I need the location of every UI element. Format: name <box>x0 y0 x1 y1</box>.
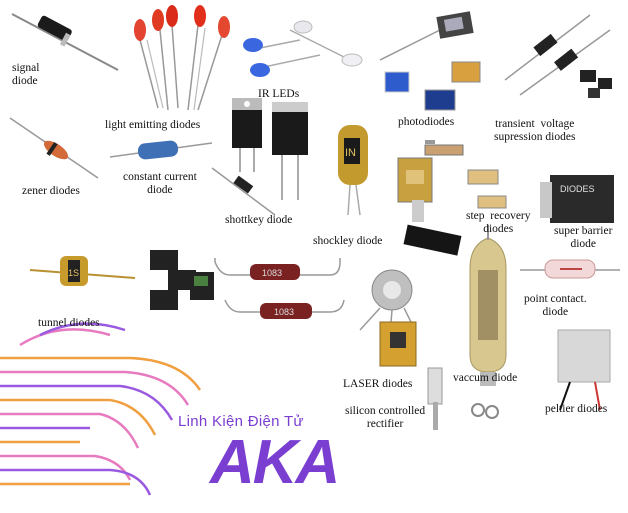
label-schottky: shottkey diode <box>225 214 293 226</box>
label-super-barrier: super barrier diode <box>554 225 613 250</box>
label-led: light emitting diodes <box>105 119 201 131</box>
point-contact-diode-image <box>520 259 620 279</box>
barrier-marking: DIODES <box>560 184 595 194</box>
shockley-marking: IN <box>345 147 356 159</box>
super-barrier-diode-image: DIODES <box>540 175 614 223</box>
label-ir-led: IR LEDs <box>258 88 300 100</box>
schottky-diode-image <box>211 98 308 216</box>
constant-current-diode-image <box>109 140 213 160</box>
label-point-contact: point contact. diode <box>524 293 587 318</box>
red-led-image <box>134 5 230 111</box>
label-tunnel-diode: tunnel diodes <box>38 317 100 329</box>
label-step-recovery: step recovery diodes <box>466 210 531 235</box>
label-photodiode: photodiodes <box>398 116 455 128</box>
tunnel-marking: 1S <box>68 268 79 278</box>
label-constant-current: constant current diode <box>123 171 197 196</box>
smd-diode-image <box>150 250 214 310</box>
scr-image <box>427 367 499 430</box>
label-scr: silicon controlled rectifier <box>345 405 426 430</box>
photodiode-image <box>379 11 481 111</box>
label-tvs-diode: transient voltage supression diodes <box>494 118 576 143</box>
tvs-diode-image <box>504 14 612 98</box>
label-signal-diode: signal diode <box>12 62 40 87</box>
brand-name: Linh Kiện Điện Tử <box>178 413 304 430</box>
shockley-diode-image: IN <box>338 125 368 216</box>
label-laser-diode: LASER diodes <box>343 378 413 390</box>
ir-led-image <box>243 20 363 77</box>
zener-diode-image <box>9 117 99 179</box>
label-zener-diode: zener diodes <box>22 185 80 197</box>
step-recovery-diode-image <box>397 140 507 256</box>
logo-circuit-traces <box>0 322 202 496</box>
brand-logo: AKA <box>210 428 340 497</box>
label-peltier: peltier diodes <box>545 403 608 415</box>
label-vacuum-diode: vaccum diode <box>453 372 518 384</box>
tunnel-diode-image: 1S <box>29 256 136 286</box>
vacuum-diode-image <box>469 225 507 386</box>
axial-marking-1: 1083 <box>262 268 282 278</box>
signal-diode-image <box>11 13 119 71</box>
axial-marking-2: 1083 <box>274 307 294 317</box>
laser-diode-image <box>359 269 417 367</box>
peltier-image <box>557 329 611 411</box>
axial-diode-image: 1083 1083 <box>214 258 345 319</box>
label-shockley: shockley diode <box>313 235 383 247</box>
